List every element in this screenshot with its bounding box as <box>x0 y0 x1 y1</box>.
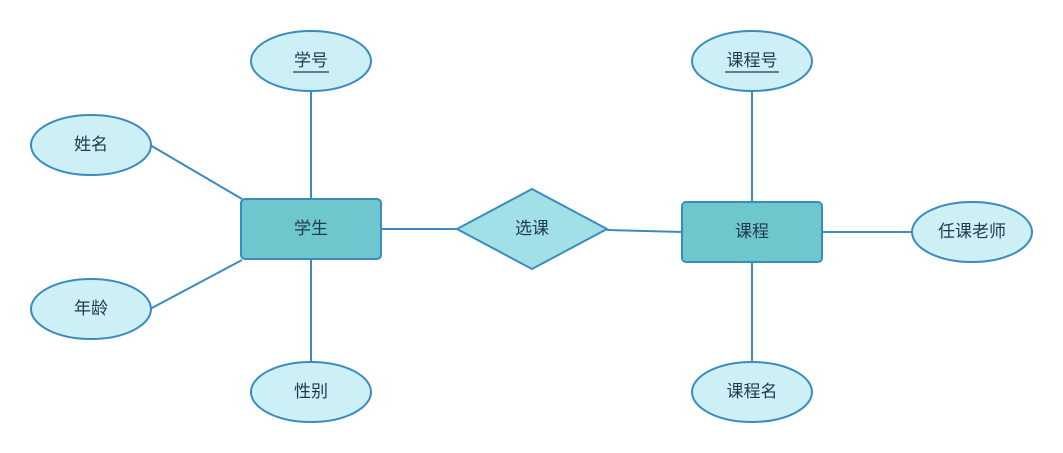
edge-relationship-course <box>606 229 684 233</box>
attribute-student-name[interactable]: 姓名 <box>30 114 152 176</box>
entity-label: 学生 <box>294 219 328 239</box>
attribute-shape <box>30 114 152 176</box>
attribute-label: 任课老师 <box>938 222 1006 242</box>
entity-course[interactable]: 课程 <box>681 201 823 263</box>
attribute-student-age[interactable]: 年龄 <box>30 278 152 340</box>
attribute-label: 性别 <box>294 382 328 402</box>
attribute-label: 课程号 <box>727 51 778 71</box>
connectors <box>149 91 913 362</box>
attribute-label: 姓名 <box>74 135 108 155</box>
relationship-shape <box>454 187 610 271</box>
attribute-course-teacher[interactable]: 任课老师 <box>911 201 1033 263</box>
attribute-shape <box>911 201 1033 263</box>
relationship-enroll[interactable]: 选课 <box>454 187 610 271</box>
attribute-course-id[interactable]: 课程号 <box>691 30 813 92</box>
entity-shape <box>681 201 823 263</box>
relationship-label: 选课 <box>515 219 549 239</box>
attribute-shape <box>250 361 372 423</box>
entity-label: 课程 <box>735 222 769 242</box>
edge-student-age <box>149 259 243 310</box>
attribute-shape <box>30 278 152 340</box>
edge-student-name <box>149 144 243 200</box>
attribute-shape <box>250 30 372 92</box>
attribute-label: 课程名 <box>727 382 778 402</box>
attribute-label: 年龄 <box>74 299 108 319</box>
attribute-shape <box>691 361 813 423</box>
attribute-shape <box>691 30 813 92</box>
entity-shape <box>240 198 382 260</box>
attribute-label: 学号 <box>294 51 328 71</box>
entity-student[interactable]: 学生 <box>240 198 382 260</box>
attribute-student-id[interactable]: 学号 <box>250 30 372 92</box>
attribute-course-name[interactable]: 课程名 <box>691 361 813 423</box>
attribute-student-gender[interactable]: 性别 <box>250 361 372 423</box>
